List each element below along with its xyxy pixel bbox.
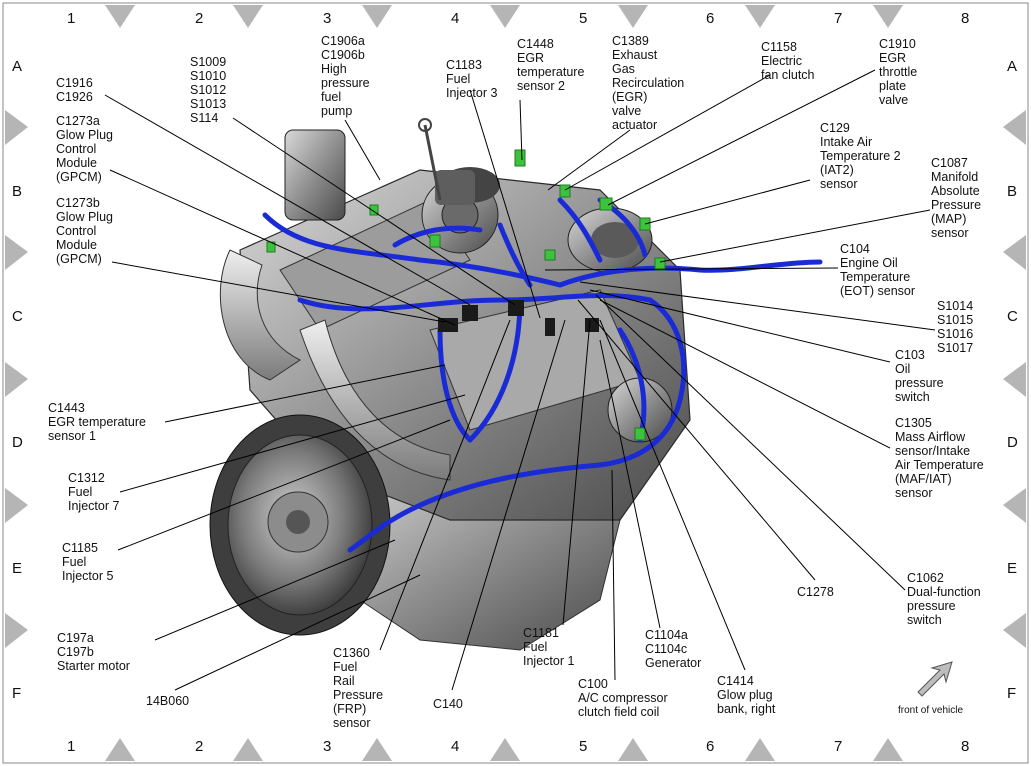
label-c1389: C1389 Exhaust Gas Recirculation (EGR) va… <box>612 34 685 132</box>
grid-col-8-top: 8 <box>961 10 970 27</box>
leader-lines <box>104 69 936 691</box>
grid-row-b-left: B <box>12 183 23 200</box>
label-c1360: C1360 Fuel Rail Pressure (FRP) sensor <box>333 646 384 730</box>
label-c1158: C1158 Electric fan clutch <box>761 40 815 82</box>
label-s1014: S1014 S1015 S1016 S1017 <box>937 299 974 355</box>
label-c1414: C1414 Glow plug bank, right <box>717 674 776 716</box>
edge-markers <box>5 5 1026 761</box>
grid-col-2-top: 2 <box>195 10 204 27</box>
grid-row-f-right: F <box>1007 685 1017 702</box>
grid-col-6-bottom: 6 <box>706 738 715 755</box>
wiring-harness <box>262 197 823 553</box>
label-c1906: C1906a C1906b High pressure fuel pump <box>321 34 370 118</box>
label-c103: C103 Oil pressure switch <box>895 348 944 404</box>
front-arrow-icon <box>917 661 953 697</box>
grid-col-5-top: 5 <box>579 10 588 27</box>
grid-col-8-bottom: 8 <box>961 738 970 755</box>
grid-col-6-top: 6 <box>706 10 715 27</box>
label-c1104: C1104a C1104c Generator <box>645 628 702 670</box>
grid-row-e-left: E <box>12 560 23 577</box>
label-c197: C197a C197b Starter motor <box>57 631 130 673</box>
label-c129: C129 Intake Air Temperature 2 (IAT2) sen… <box>820 121 901 191</box>
grid-row-d-right: D <box>1007 434 1018 451</box>
grid-row-d-left: D <box>12 434 23 451</box>
label-c1273a: C1273a Glow Plug Control Module (GPCM) <box>56 114 113 184</box>
label-c1448: C1448 EGR temperature sensor 2 <box>517 37 585 93</box>
grid-col-3-top: 3 <box>323 10 332 27</box>
label-c1910: C1910 EGR throttle plate valve <box>879 37 918 107</box>
grid-col-2-bottom: 2 <box>195 738 204 755</box>
grid-col-5-bottom: 5 <box>579 738 588 755</box>
grid-col-4-bottom: 4 <box>451 738 460 755</box>
grid-col-1-bottom: 1 <box>67 738 76 755</box>
grid-row-c-right: C <box>1007 308 1018 325</box>
grid-row-b-right: B <box>1007 183 1018 200</box>
grid-row-a-left: A <box>12 58 23 75</box>
label-c1183: C1183 Fuel Injector 3 <box>446 58 498 100</box>
grid-col-7-top: 7 <box>834 10 843 27</box>
grid-row-c-left: C <box>12 308 23 325</box>
label-c1273b: C1273b Glow Plug Control Module (GPCM) <box>56 196 113 266</box>
label-14b060: 14B060 <box>146 694 190 708</box>
label-c140: C140 <box>433 697 463 711</box>
label-c1062: C1062 Dual-function pressure switch <box>907 571 981 627</box>
label-c1312: C1312 Fuel Injector 7 <box>68 471 120 513</box>
grid-row-f-left: F <box>12 685 22 702</box>
grid-col-4-top: 4 <box>451 10 460 27</box>
engine-illustration <box>209 118 691 651</box>
label-c1278: C1278 <box>797 585 834 599</box>
grid-row-a-right: A <box>1007 58 1018 75</box>
grid-col-7-bottom: 7 <box>834 738 843 755</box>
label-c1443: C1443 EGR temperature sensor 1 <box>48 401 146 443</box>
label-c1305: C1305 Mass Airflow sensor/Intake Air Tem… <box>895 416 984 500</box>
grid-row-e-right: E <box>1007 560 1018 577</box>
grid-col-1-top: 1 <box>67 10 76 27</box>
label-c100: C100 A/C compressor clutch field coil <box>578 677 668 719</box>
label-s1009: S1009 S1010 S1012 S1013 S114 <box>190 55 227 125</box>
label-c1185: C1185 Fuel Injector 5 <box>62 541 114 583</box>
label-c104: C104 Engine Oil Temperature (EOT) sensor <box>840 242 916 298</box>
label-front-of-vehicle: front of vehicle <box>898 705 964 716</box>
label-c1916: C1916 C1926 <box>56 76 93 104</box>
grid-col-3-bottom: 3 <box>323 738 332 755</box>
label-c1087: C1087 Manifold Absolute Pressure (MAP) s… <box>931 156 982 240</box>
label-c1181: C1181 Fuel Injector 1 <box>523 626 575 668</box>
